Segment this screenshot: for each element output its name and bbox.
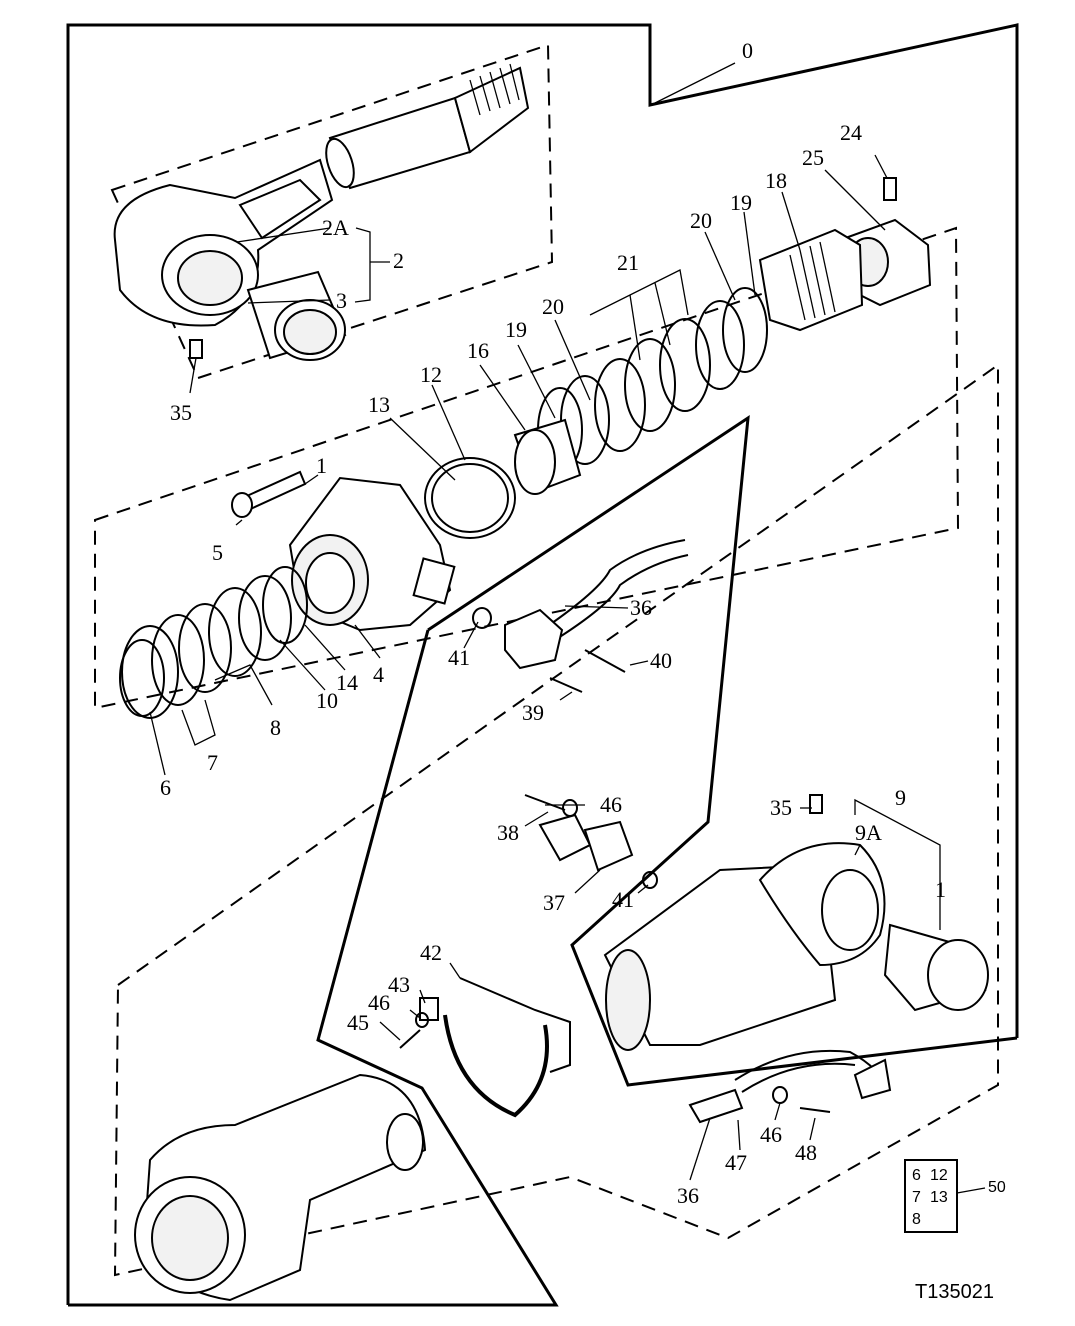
seal-kit-box: 6 12 7 13 8 50 <box>904 1159 1006 1233</box>
figure-id: T135021 <box>915 1281 994 1303</box>
cylinder-head-4 <box>288 476 456 632</box>
gland-seals-6-7-8-10-14 <box>119 566 308 719</box>
set-screw-24 <box>883 177 897 201</box>
bushing-3 <box>246 270 347 361</box>
callout-35-lower: 35 <box>770 795 792 820</box>
wear-rings-12-13 <box>424 457 516 539</box>
callout-1-lower: 1 <box>935 877 946 902</box>
kit-row-2-right: 13 <box>930 1189 948 1206</box>
callout-20-left: 20 <box>542 294 564 319</box>
callout-39: 39 <box>522 700 544 725</box>
callout-35-upper: 35 <box>170 400 192 425</box>
callout-36-upper: 36 <box>630 595 652 620</box>
kit-row-2-left: 7 <box>912 1189 921 1206</box>
leader-lines <box>149 62 986 1194</box>
bushing-9-pin <box>883 923 989 1012</box>
hose-36-upper <box>544 539 689 641</box>
cylinder-barrel-9 <box>603 842 886 1051</box>
callout-40: 40 <box>650 648 672 673</box>
kit-row-1-left: 6 <box>912 1167 921 1184</box>
callout-10: 10 <box>316 688 338 713</box>
hose-36-lower <box>688 1049 892 1124</box>
callout-42: 42 <box>420 940 442 965</box>
o-ring-41-upper <box>472 607 492 629</box>
hose-group-outline <box>427 415 1018 1087</box>
callout-24: 24 <box>840 120 862 145</box>
piston-head-18 <box>758 228 864 332</box>
callout-45: 45 <box>347 1010 369 1035</box>
cylinder-base-tube <box>134 1073 427 1302</box>
callout-3: 3 <box>336 288 347 313</box>
callout-2: 2 <box>393 248 404 273</box>
elbow-fitting-37 <box>524 794 658 889</box>
callout-25: 25 <box>802 145 824 170</box>
callout-21: 21 <box>617 250 639 275</box>
callout-12: 12 <box>420 362 442 387</box>
callout-14: 14 <box>336 670 358 695</box>
grease-fitting-35-lower <box>809 794 823 814</box>
flange-fitting-upper <box>504 608 564 670</box>
callout-4: 4 <box>373 662 384 687</box>
callout-18: 18 <box>765 168 787 193</box>
callout-2a: 2A <box>322 215 349 240</box>
piston-rod <box>325 63 530 190</box>
callout-19-left: 19 <box>505 317 527 342</box>
rod-end-eye <box>113 158 334 327</box>
callout-41-lower: 41 <box>612 887 634 912</box>
barrel-group-outline <box>113 363 999 1277</box>
callout-20-right: 20 <box>690 208 712 233</box>
callout-5: 5 <box>212 540 223 565</box>
callout-47: 47 <box>725 1150 747 1175</box>
barrel-solid-outline <box>68 629 559 1307</box>
callout-41-upper: 41 <box>448 645 470 670</box>
callout-46-lower: 46 <box>760 1122 782 1147</box>
bolts-39-40 <box>549 649 626 693</box>
clamp-hardware-43-45-46 <box>399 997 439 1049</box>
callout-36-lower: 36 <box>677 1183 699 1208</box>
callout-6: 6 <box>160 775 171 800</box>
callout-37: 37 <box>543 890 565 915</box>
cap-screw-1 <box>231 470 307 518</box>
bushing-16 <box>513 418 582 495</box>
callout-46-upper: 46 <box>600 792 622 817</box>
callout-1-upper: 1 <box>316 453 327 478</box>
kit-row-1-right: 12 <box>930 1167 948 1184</box>
callout-38: 38 <box>497 820 519 845</box>
callout-19-right: 19 <box>730 190 752 215</box>
callout-8: 8 <box>270 715 281 740</box>
gland-group-outline <box>94 226 960 710</box>
callout-46-clamp: 46 <box>368 990 390 1015</box>
clamp-42 <box>443 977 571 1118</box>
callout-16: 16 <box>467 338 489 363</box>
callout-13: 13 <box>368 392 390 417</box>
callout-9: 9 <box>895 785 906 810</box>
callout-48: 48 <box>795 1140 817 1165</box>
callout-0: 0 <box>742 38 753 63</box>
kit-row-3-left: 8 <box>912 1211 921 1228</box>
callout-labels: 0 2A 2 3 35 24 25 18 19 20 21 20 19 16 1… <box>160 38 946 1208</box>
callout-9a: 9A <box>855 820 882 845</box>
grease-fitting-35 <box>189 339 203 359</box>
callout-43: 43 <box>388 972 410 997</box>
callout-7: 7 <box>207 750 218 775</box>
callout-50: 50 <box>988 1179 1006 1196</box>
outer-frame <box>66 23 1019 1305</box>
